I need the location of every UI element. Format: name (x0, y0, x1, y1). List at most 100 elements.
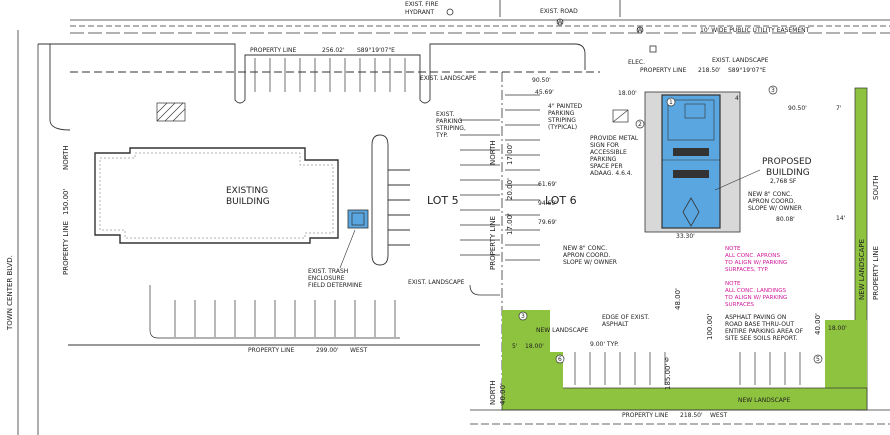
dim-low-vert-label: 40.00' (499, 383, 507, 405)
tag-3a-label: 3 (521, 313, 525, 320)
note2-label-1: NOTE (725, 281, 741, 287)
dim-80-label: 80.08' (776, 216, 795, 223)
dim-5-label: 5' (512, 343, 518, 350)
south-right-label: SOUTH (872, 175, 880, 200)
tag-9-label: 9 (665, 357, 669, 364)
property-line-mid-label: PROPERTY LINE (489, 216, 497, 270)
property-line-left-label: PROPERTY LINE (62, 221, 70, 275)
exist-landscape-top-right-label: EXIST. LANDSCAPE (712, 57, 769, 64)
edge-asphalt-label-2: ASPHALT (602, 321, 629, 328)
tag-6-label: 6 (558, 356, 562, 363)
sign-label-5: SPACE PER (590, 163, 623, 170)
utility-easement-label: 10' WIDE PUBLIC UTILITY EASEMENT (700, 27, 810, 34)
bottom-edge (470, 409, 890, 425)
lot6-bottom-stripes (574, 352, 801, 385)
tag-w2-label: W (557, 19, 563, 26)
dim-9typ-label: 9.00' TYP. (590, 341, 619, 348)
tag-3b-label: 3 (771, 87, 775, 94)
landscape-curb-bottom (469, 284, 500, 296)
exist-landscape-bottom-label: EXIST. LANDSCAPE (408, 279, 465, 286)
trash-label-1: EXIST. TRASH (308, 268, 348, 275)
existing-building-label-2: BUILDING (226, 197, 270, 207)
lot6-label: LOT 6 (545, 194, 577, 207)
dim-right-vert-label: 40.00' (814, 313, 822, 335)
dim-218-top-label: 218.50' (698, 67, 721, 74)
painted-label-2: PARKING (548, 110, 575, 117)
property-line-right-label: PROPERTY LINE (872, 246, 880, 300)
proposed-sf-label: 2,768 SF (770, 178, 797, 185)
property-line-top-right-label: PROPERTY LINE (640, 67, 686, 74)
existing-building (94, 147, 339, 244)
dim-94-label: 94.69' (538, 200, 557, 207)
dim-14-label: 14' (836, 215, 846, 222)
lot5-right-stripes (460, 119, 500, 256)
lot5-parking-stripes (254, 58, 406, 92)
property-line-top-left-label: PROPERTY LINE (250, 47, 296, 54)
fire-hydrant-label-2: HYDRANT (405, 9, 434, 16)
new-landscape-right-label: NEW LANDSCAPE (858, 239, 866, 300)
dim-48-label: 48.00' (674, 288, 682, 310)
bearing-top-right-label: S89°19'07"E (728, 67, 766, 74)
town-center-blvd (17, 30, 39, 435)
asphalt-label-3: ENTIRE PARKING AREA OF (725, 328, 804, 335)
trash-label-3: FIELD DETERMINE (308, 282, 362, 289)
painted-label-4: (TYPICAL) (548, 124, 577, 131)
west-right-label: WEST (710, 412, 728, 419)
north-low-label: NORTH (489, 380, 497, 405)
dim-4-label: 4' (735, 95, 741, 102)
proposed-building-label-2: BUILDING (766, 168, 810, 178)
dim-7-label: 7' (836, 105, 842, 112)
accessible-stall-hatch (612, 109, 629, 123)
site-curbs (37, 43, 600, 346)
exist-parking-label-2: PARKING (436, 118, 463, 125)
trash-label-2: ENCLOSURE (308, 275, 345, 282)
note1-label-4: SURFACES, TYP. (725, 267, 769, 273)
lot5-label: LOT 5 (427, 194, 459, 207)
dim-218-bottom-label: 218.50' (680, 412, 703, 419)
note2-label-2: ALL CONC. LANDINGS (725, 288, 787, 294)
dim-18c-label: 18.00' (828, 325, 847, 332)
dim-18a-label: 18.00' (618, 90, 637, 97)
dim-mid-vert2-label: 20.00' (506, 178, 514, 200)
note1-label-1: NOTE (725, 246, 741, 252)
dim-33-label: 33.30' (676, 233, 695, 240)
proposed-building (661, 94, 721, 229)
note1-label-2: ALL CONC. APRONS (725, 253, 780, 259)
asphalt-label-2: ROAD BASE THRU-OUT (725, 321, 794, 328)
asphalt-label-1: ASPHALT PAVING ON (725, 314, 786, 321)
sign-label-6: ADAAG. 4.6.4. (590, 170, 633, 177)
dim-mid-vert3-label: 17.00' (506, 213, 514, 235)
dim-left-vert-label: 150.00' (62, 189, 70, 215)
fire-hydrant-icon (446, 8, 454, 16)
exist-road-label: EXIST. ROAD (540, 8, 578, 15)
new-landscape-left-label: NEW LANDSCAPE (536, 327, 589, 334)
dim-185-label: 185.00' (664, 364, 672, 390)
elec-label: ELEC. (628, 59, 645, 66)
exist-road (70, 0, 890, 34)
apron-b-label-3: SLOPE W/ OWNER (748, 205, 802, 212)
lot5-lower-stripes (149, 285, 400, 339)
note1-label-3: TO ALIGN W/ PARKING (724, 260, 787, 266)
north-mid-label: NORTH (489, 140, 497, 165)
hatched-pad (156, 102, 186, 122)
dim-100-label: 100.00' (706, 314, 714, 340)
dim-90-left-label: 90.50' (532, 77, 551, 84)
lot5-island (371, 134, 410, 266)
exist-parking-label-1: EXIST. (436, 111, 454, 118)
sign-label-1: PROVIDE METAL (590, 135, 639, 142)
asphalt-label-4: SITE SEE SOILS REPORT. (725, 335, 798, 342)
dim-45-label: 45.69' (535, 89, 554, 96)
accessible-stall (612, 109, 629, 123)
trash-leader (339, 229, 356, 269)
dim-299-label: 299.00' (316, 347, 339, 354)
dim-18b-label: 18.00' (525, 343, 544, 350)
apron-b-label-1: NEW 8" CONC. (748, 191, 792, 198)
trash-enclosure-inner (351, 212, 365, 226)
north-left-label: NORTH (62, 145, 70, 170)
new-landscape-bottom (501, 310, 868, 411)
sign-label-2: SIGN FOR (590, 142, 619, 149)
exist-landscape-top-left-label: EXIST. LANDSCAPE (420, 75, 477, 82)
painted-label-1: 4" PAINTED (548, 103, 583, 110)
property-line-bottom-right-label: PROPERTY LINE (622, 412, 668, 419)
